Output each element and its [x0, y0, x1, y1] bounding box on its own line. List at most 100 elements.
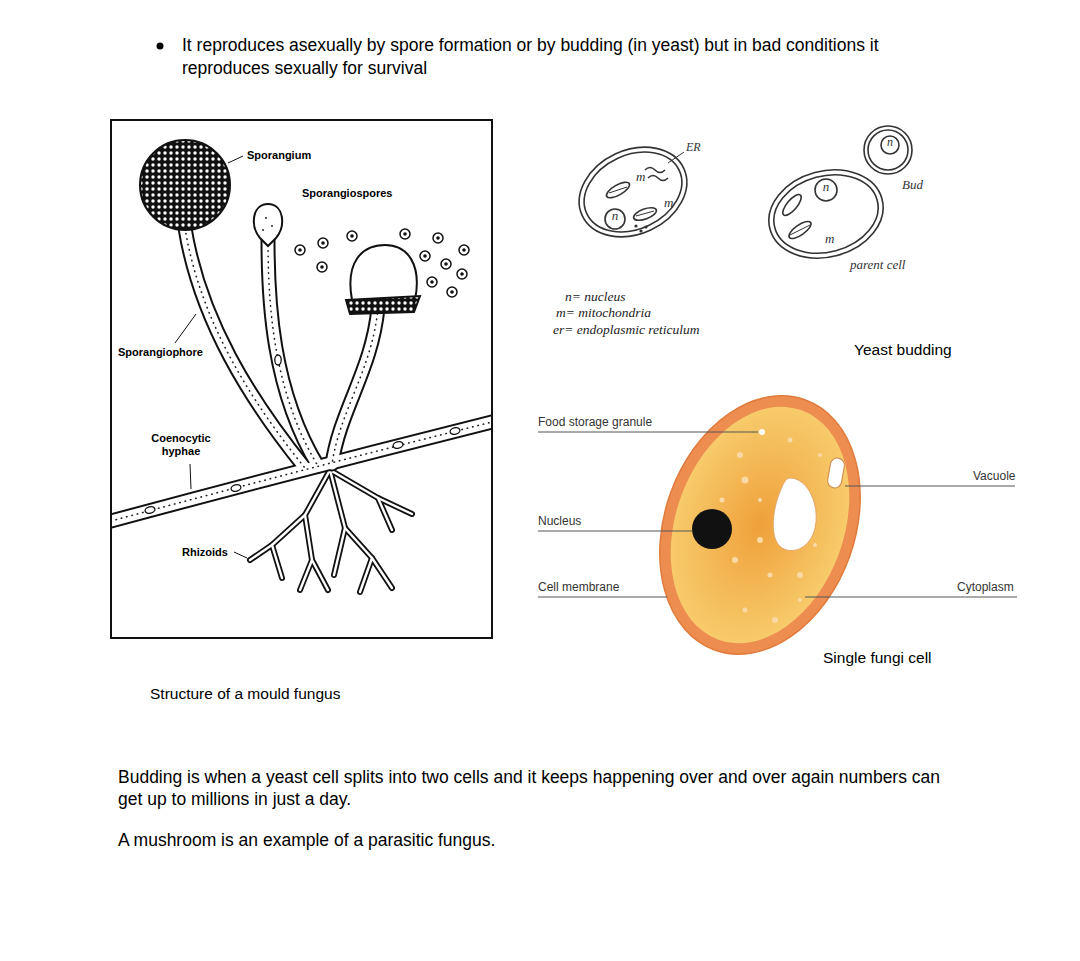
granules	[788, 438, 793, 443]
spore-centres	[460, 272, 464, 276]
spore-centres	[430, 280, 434, 284]
yeast-sketch	[790, 225, 810, 235]
body-paragraph: Budding is when a yeast cell splits into…	[118, 766, 963, 810]
young-sporangium	[254, 204, 282, 246]
young-sporangium	[262, 229, 264, 231]
granules	[768, 573, 773, 578]
hypha-tubes	[112, 228, 491, 524]
leader-line	[228, 156, 243, 163]
granules	[813, 543, 817, 547]
hypha-nuclei	[392, 441, 403, 450]
part-label: parent cell	[850, 258, 905, 272]
rhizoids	[272, 545, 282, 578]
figure-caption: Yeast budding	[854, 340, 952, 360]
rhizoids	[345, 528, 392, 588]
spore-centres	[444, 262, 448, 266]
key-note: m= mitochondria	[556, 305, 651, 320]
fungi-cell-drawing	[759, 429, 765, 435]
spores	[447, 287, 457, 297]
rhizoids	[300, 515, 312, 590]
leader-line	[538, 531, 692, 532]
spores	[347, 231, 357, 241]
hypha-nuclei	[144, 355, 460, 514]
part-label: m	[825, 232, 834, 246]
spore-centres	[436, 236, 440, 240]
rhizoids	[345, 528, 392, 588]
hypha-tubes	[268, 240, 318, 466]
hypha-tubes	[112, 420, 491, 524]
leader-line	[538, 432, 1017, 597]
granules	[818, 453, 822, 457]
rhizoids	[330, 470, 412, 514]
yeast-sketch	[668, 152, 684, 163]
hypha-tubes	[332, 308, 378, 464]
part-label: Nucleus	[538, 514, 581, 528]
part-label: Food storage granule	[538, 415, 652, 429]
rhizoids	[250, 470, 412, 592]
yeast-sketch	[868, 130, 908, 170]
yeast-sketch	[571, 137, 695, 247]
spores	[420, 251, 430, 261]
part-label: ER	[686, 140, 701, 154]
yeast-sketch	[645, 168, 665, 173]
rhizoids	[312, 560, 328, 590]
granules	[772, 617, 778, 623]
columella	[346, 245, 420, 314]
hypha-nuclei	[230, 484, 241, 493]
leader-line	[234, 552, 247, 558]
yeast-sketch	[632, 205, 658, 223]
figure-caption: Single fungi cell	[823, 648, 932, 668]
young-sporangium	[254, 204, 282, 246]
part-label: Cell membrane	[538, 580, 619, 594]
spore-centres	[403, 232, 407, 236]
rhizoids	[330, 470, 345, 575]
young-sporangium	[265, 217, 267, 219]
hypha-tubes	[112, 228, 491, 524]
spores	[295, 229, 469, 297]
young-sporangium	[271, 225, 273, 227]
spores	[457, 269, 467, 279]
leader-line	[538, 432, 758, 433]
spore-centres	[450, 290, 454, 294]
rhizoids	[272, 545, 282, 578]
yeast-sketch	[564, 130, 701, 253]
spore-centres	[320, 265, 324, 269]
rhizoids	[300, 515, 312, 590]
fungi-cell-drawing	[625, 368, 895, 683]
spore-centres	[462, 248, 466, 252]
vacuole	[773, 478, 816, 551]
granules	[737, 452, 743, 458]
yeast-sketch	[604, 179, 632, 201]
spore-centres	[423, 254, 427, 258]
spores	[441, 259, 451, 269]
rhizoids	[250, 470, 412, 592]
part-label: Sporangiophore	[118, 346, 203, 359]
granules	[758, 498, 762, 502]
part-label: Rhizoids	[182, 546, 228, 559]
rhizoids	[360, 558, 372, 592]
part-label: m	[664, 196, 673, 210]
granules	[797, 572, 803, 578]
key-note: n= nucleus	[565, 289, 625, 304]
yeast-sketch	[640, 230, 642, 232]
hypha-tubes	[112, 228, 491, 524]
figure-frame: SporangiumSporangiosporesSporangiophoreC…	[110, 119, 493, 639]
columella	[346, 296, 420, 314]
yeast-sketch	[759, 157, 893, 270]
hypha-tubes	[112, 228, 491, 524]
columella	[350, 245, 416, 300]
hypha-tubes	[332, 308, 378, 464]
part-label: n	[612, 209, 619, 223]
part-label: n	[887, 135, 893, 149]
yeast-sketch	[759, 157, 893, 270]
vacuole	[827, 457, 846, 489]
leader-line	[190, 464, 191, 489]
granules	[743, 608, 748, 613]
yeast-sketch	[609, 187, 627, 193]
part-label: m	[636, 170, 645, 184]
part-label: Coenocytic hyphae	[147, 432, 215, 458]
yeast-sketch	[648, 176, 668, 181]
spores	[295, 245, 305, 255]
rhizoids	[312, 560, 328, 590]
